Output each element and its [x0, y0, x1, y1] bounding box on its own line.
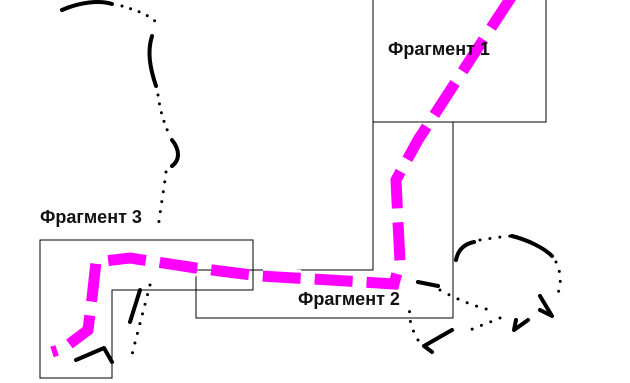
trail-east-hook: [538, 294, 554, 318]
trail-east-dots: [478, 234, 514, 242]
trail-east-dots-3: [468, 316, 502, 332]
trail-s3-dash: [128, 288, 142, 324]
black-trails: [60, 0, 562, 364]
fragment-2-label: Фрагмент 2: [298, 289, 400, 309]
trail-east-dots-2: [552, 260, 562, 302]
trail-hook: [170, 138, 180, 168]
fragment-1-label: Фрагмент 1: [388, 39, 490, 59]
fragment-2-frame: [195, 121, 454, 319]
fragment-frames: [39, 0, 547, 379]
trail-east-2: [510, 234, 554, 258]
trail-east-5: [416, 280, 440, 288]
route: [49, 0, 520, 361]
trail-east-4: [422, 328, 454, 354]
trail-mid-dash: [147, 34, 158, 88]
fragment-3-label: Фрагмент 3: [40, 207, 142, 227]
trail-east-3: [512, 318, 530, 332]
trail-mid-dots: [156, 93, 172, 138]
trail-top-arc: [60, 0, 114, 12]
trail-east-dots-5: [438, 288, 492, 312]
trail-s3-dots: [130, 283, 152, 357]
trail-east-1: [454, 240, 476, 262]
route-line: [50, 0, 516, 358]
fragment-3-frame: [39, 239, 254, 379]
trail-top-dots: [120, 4, 158, 24]
trail-down-dots: [156, 170, 168, 232]
trail-east-dots-4: [408, 306, 420, 342]
fragment-1-frame: [372, 0, 547, 123]
trail-s3-bottom: [74, 346, 114, 364]
